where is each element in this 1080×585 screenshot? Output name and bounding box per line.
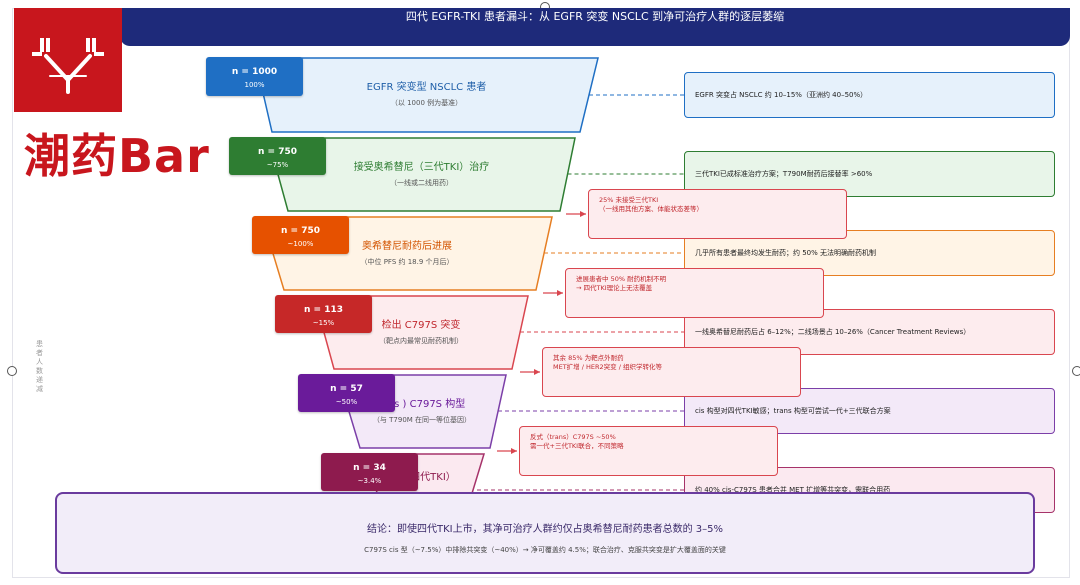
exclusion-note-line: 25% 未接受三代TKI: [599, 196, 659, 204]
stage-percent: ~3.4%: [357, 477, 382, 485]
chart-title: 四代 EGFR-TKI 患者漏斗：从 EGFR 突变 NSCLC 到净可治疗人群…: [405, 10, 785, 23]
resize-handle-right[interactable]: [1072, 366, 1080, 376]
exclusion-arrowhead-1: [580, 211, 586, 217]
side-axis-label: 患者人数递减: [36, 340, 43, 393]
exclusion-arrowhead-2: [557, 290, 563, 296]
stage-subtitle-5: （与 T790M 在同一等位基因）: [372, 416, 472, 424]
conclusion-title: 结论：即使四代TKI上市，其净可治疗人群约仅占奥希替尼耐药患者总数的 3–5%: [366, 524, 724, 535]
stage-count-badge-1: n = 1000 100%: [206, 57, 303, 96]
exclusion-note-4: 反式（trans）C797S ~50%需一代+三代TKI联合，不同策略: [519, 426, 778, 476]
stage-count-badge-4: n = 113 ~15%: [275, 295, 372, 333]
exclusion-note-line: （一线用其他方案、体能状态差等）: [599, 205, 703, 213]
funnel-stage-2: [267, 137, 576, 212]
stage-count-badge-3: n = 750 ~100%: [252, 216, 349, 254]
stage-title-4: 检出 C797S 突变: [381, 320, 461, 331]
stage-title-5: ( cis ) C797S 构型: [378, 399, 466, 410]
stage-count: n = 57: [330, 384, 363, 394]
conclusion-subtitle: C797S cis 型（~7.5%）中排除共突变（~40%）→ 净可覆盖约 4.…: [364, 546, 726, 554]
stage-subtitle-1: （以 1000 例为基准）: [390, 99, 463, 107]
exclusion-note-line: 进展患者中 50% 耐药机制不明: [576, 275, 667, 283]
stage-subtitle-4: （靶点内最常见耐药机制）: [379, 337, 463, 345]
antibody-icon: [32, 38, 104, 94]
stage-note-1: EGFR 突变占 NSCLC 约 10–15%（亚洲约 40–50%）: [684, 72, 1055, 118]
stage-percent: 100%: [244, 81, 265, 89]
exclusion-note-line: 需一代+三代TKI联合，不同策略: [530, 442, 624, 450]
brand-name: 潮药Bar: [24, 129, 210, 183]
exclusion-note-1: 25% 未接受三代TKI（一线用其他方案、体能状态差等）: [588, 189, 847, 239]
stage-count-badge-5: n = 57 ~50%: [298, 374, 395, 412]
resize-handle-left[interactable]: [7, 366, 17, 376]
stage-title-6: 群（四代TKI）: [390, 472, 456, 483]
exclusion-note-line: MET扩增 / HER2突变 / 组织学转化等: [553, 363, 662, 371]
stage-count: n = 1000: [231, 67, 278, 77]
stage-count-badge-6: n = 34 ~3.4%: [321, 453, 418, 491]
stage-title-3: 奥希替尼耐药后进展: [362, 241, 452, 252]
funnel-stage-1: [254, 57, 599, 133]
stage-title-1: EGFR 突变型 NSCLC 患者: [366, 82, 487, 93]
exclusion-note-line: 其余 85% 为靶点外耐药: [553, 354, 624, 362]
stage-subtitle-3: （中位 PFS 约 18.9 个月后）: [360, 258, 454, 266]
stage-count: n = 34: [353, 463, 386, 473]
stage-percent: ~75%: [266, 161, 289, 169]
conclusion-box: 结论：即使四代TKI上市，其净可治疗人群约仅占奥希替尼耐药患者总数的 3–5% …: [55, 492, 1035, 574]
exclusion-note-line: → 四代TKI理论上无法覆盖: [576, 284, 653, 292]
exclusion-arrowhead-4: [511, 448, 517, 454]
exclusion-note-line: 反式（trans）C797S ~50%: [530, 433, 616, 441]
chart-title-bar: 四代 EGFR-TKI 患者漏斗：从 EGFR 突变 NSCLC 到净可治疗人群…: [120, 8, 1070, 46]
stage-title-2: 接受奥希替尼（三代TKI）治疗: [353, 162, 490, 173]
stage-subtitle-2: （一线或二线用药）: [390, 179, 453, 187]
exclusion-note-2: 进展患者中 50% 耐药机制不明→ 四代TKI理论上无法覆盖: [565, 268, 824, 318]
stage-count: n = 113: [303, 305, 343, 315]
stage-count: n = 750: [280, 226, 320, 236]
stage-count-badge-2: n = 750 ~75%: [229, 137, 326, 175]
exclusion-arrowhead-3: [534, 369, 540, 375]
stage-percent: ~15%: [312, 319, 335, 327]
stage-percent: ~50%: [335, 398, 358, 406]
stage-count: n = 750: [257, 147, 297, 157]
stage-percent: ~100%: [287, 240, 314, 248]
brand-logo: [14, 8, 122, 112]
